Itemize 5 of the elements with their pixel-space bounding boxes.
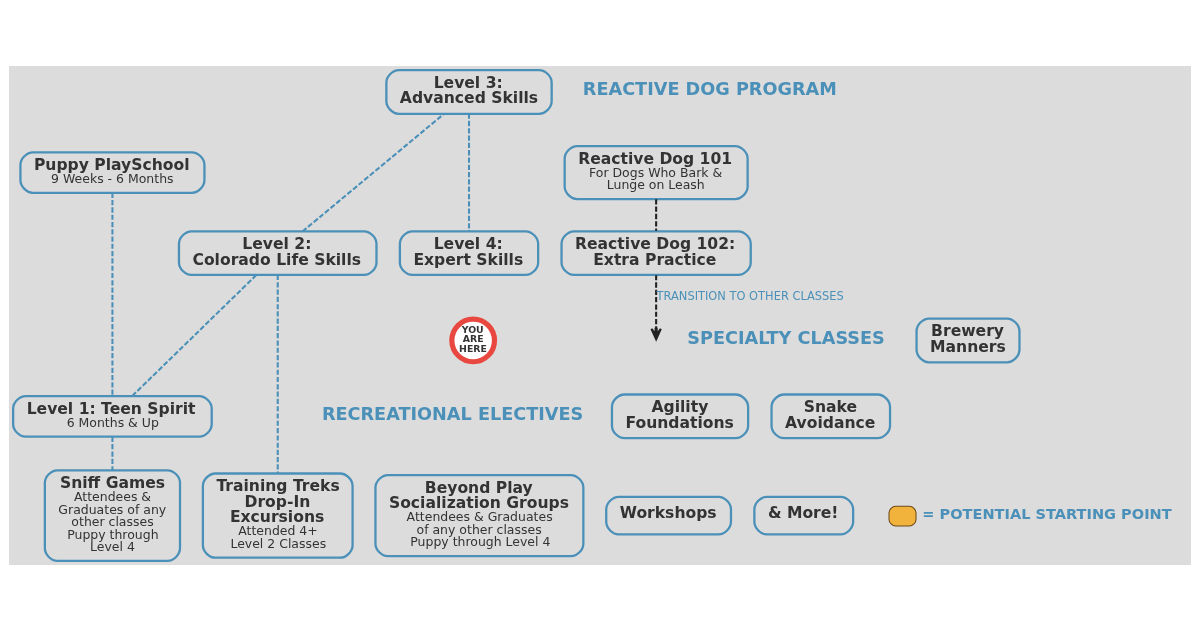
legend-label: = POTENTIAL STARTING POINT [922,504,1172,522]
label: RECREATIONAL ELECTIVES [321,403,584,424]
label: REACTIVE DOG PROGRAM [582,78,837,99]
label: SPECIALTY CLASSES [687,327,885,348]
edge-label: TRANSITION TO OTHER CLASSES [656,288,844,303]
